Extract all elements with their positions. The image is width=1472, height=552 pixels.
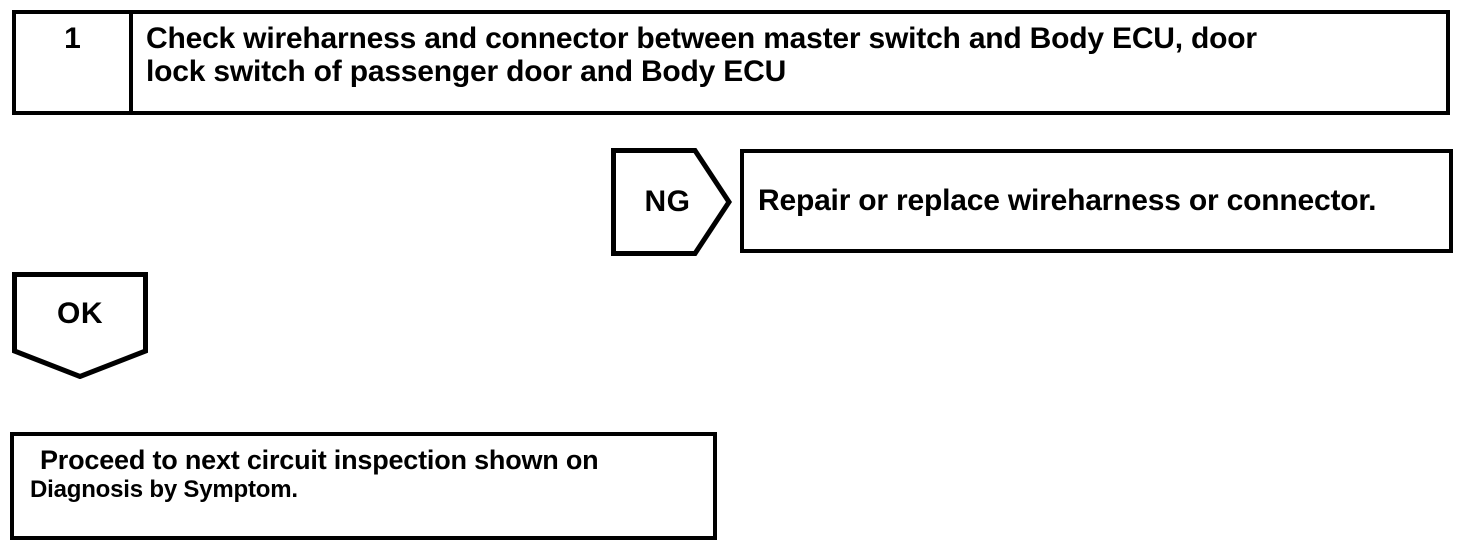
ok-action-box: Proceed to next circuit inspection shown…: [10, 432, 717, 540]
ok-action-line-1: Proceed to next circuit inspection shown…: [40, 445, 599, 475]
ok-branch-shape: OK: [12, 272, 148, 379]
ng-action-box: Repair or replace wireharness or connect…: [740, 149, 1453, 253]
step-instruction: Check wireharness and connector between …: [133, 14, 1265, 111]
step-instruction-line-2: lock switch of passenger door and Body E…: [146, 55, 787, 88]
ok-pentagon-icon: [12, 272, 148, 379]
ng-label: NG: [644, 185, 691, 218]
step-instruction-line-1: Check wireharness and connector between …: [146, 22, 1257, 55]
ok-label: OK: [57, 297, 103, 330]
ng-branch-shape: NG: [611, 148, 732, 256]
ng-action-text: Repair or replace wireharness or connect…: [758, 184, 1377, 217]
ng-pentagon-icon: [611, 148, 732, 256]
step-number: 1: [16, 14, 133, 111]
step-box: 1 Check wireharness and connector betwee…: [12, 10, 1450, 115]
ok-action-line-2: Diagnosis by Symptom.: [30, 476, 298, 503]
